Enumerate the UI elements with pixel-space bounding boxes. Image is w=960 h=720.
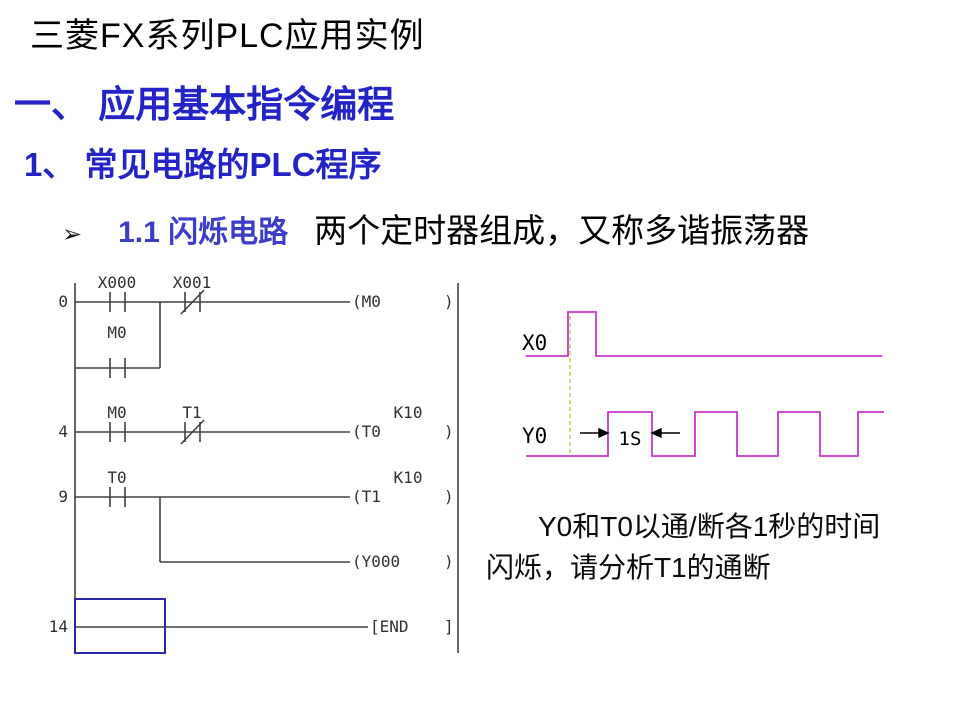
signal-label-x0: X0 xyxy=(522,331,547,355)
arrow-left-icon xyxy=(650,427,662,439)
bullet-line: ➢ 1.1 闪烁电路 两个定时器组成，又称多谐振荡器 xyxy=(62,204,809,252)
arrow-right-icon xyxy=(598,427,610,439)
contact-label-t0: T0 xyxy=(107,468,126,487)
coil-label-t0: (T0 xyxy=(352,422,381,441)
rung-number-9: 9 xyxy=(58,487,68,506)
bullet-description: 两个定时器组成，又称多谐振荡器 xyxy=(314,212,810,249)
coil-label-m0: (M0 xyxy=(352,292,381,311)
note-text: Y0和T0以通/断各1秒的时间 闪烁，请分析T1的通断 xyxy=(486,506,946,588)
edit-cursor-box xyxy=(74,598,166,654)
constant-k10-t0: K10 xyxy=(394,403,423,422)
rung-number-4: 4 xyxy=(58,422,68,441)
waveform-x0 xyxy=(526,311,882,357)
coil-label-y000: (Y000 xyxy=(352,552,400,571)
timing-diagram: X0 Y0 1S xyxy=(522,311,884,457)
note-line-1: Y0和T0以通/断各1秒的时间 xyxy=(538,511,881,542)
bullet-topic: 1.1 闪烁电路 xyxy=(118,216,289,249)
coil-close-m0: ) xyxy=(444,292,454,311)
coil-close-y000: ) xyxy=(444,552,454,571)
contact-label-x001: X001 xyxy=(173,273,212,292)
rung-number-0: 0 xyxy=(58,292,68,311)
end-close-bracket: ] xyxy=(444,617,454,636)
note-line-2: 闪烁，请分析T1的通断 xyxy=(486,552,771,583)
section-heading: 一、 应用基本指令编程 xyxy=(14,84,395,125)
page-title: 三菱FX系列PLC应用实例 xyxy=(30,17,425,55)
waveform-y0 xyxy=(526,411,884,457)
contact-label-t1: T1 xyxy=(182,403,201,422)
interval-label: 1S xyxy=(619,428,642,450)
end-instruction: [END xyxy=(370,617,409,636)
rung-number-14: 14 xyxy=(49,617,68,636)
coil-close-t1: ) xyxy=(444,487,454,506)
contact-label-m0-parallel: M0 xyxy=(107,323,126,342)
signal-label-y0: Y0 xyxy=(522,424,547,448)
contact-label-x000: X000 xyxy=(98,273,137,292)
coil-label-t1: (T1 xyxy=(352,487,381,506)
bullet-arrow-icon: ➢ xyxy=(62,221,83,248)
ladder-wiring xyxy=(74,283,459,653)
sub-heading: 1、 常见电路的PLC程序 xyxy=(24,146,382,183)
coil-close-t0: ) xyxy=(444,422,454,441)
contact-label-m0: M0 xyxy=(107,403,126,422)
constant-k10-t1: K10 xyxy=(394,468,423,487)
ladder-diagram: 0 4 9 14 X000 X001 (M0 ) M0 M0 T1 K10 (T… xyxy=(49,273,459,654)
interval-arrows xyxy=(580,427,680,439)
